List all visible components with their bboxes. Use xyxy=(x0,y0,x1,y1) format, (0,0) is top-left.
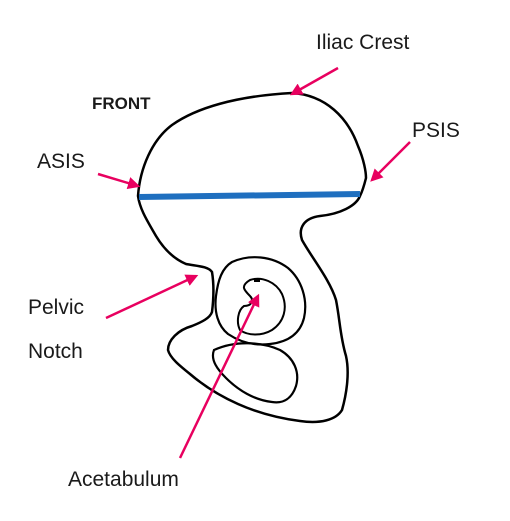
arrow-iliac-crest xyxy=(289,66,339,96)
acetabulum-inner xyxy=(236,277,286,336)
arrow-asis xyxy=(97,172,141,190)
label-psis: PSIS xyxy=(412,119,460,142)
label-asis: ASIS xyxy=(37,150,85,173)
hip-bone-outline xyxy=(136,91,368,424)
arrow-pelvic-notch xyxy=(105,274,199,320)
label-pelvic: Pelvic xyxy=(28,296,85,319)
label-notch: Notch xyxy=(28,340,83,363)
asis-psis-line xyxy=(138,191,361,200)
arrow-acetabulum xyxy=(178,293,260,459)
acetabulum-outer xyxy=(214,256,307,346)
label-acetabulum: Acetabulum xyxy=(68,468,179,491)
label-iliac-crest: Iliac Crest xyxy=(316,31,410,54)
obturator-foramen xyxy=(211,342,299,404)
arrow-psis xyxy=(370,141,411,182)
acetabulum-fossa-mark xyxy=(254,278,260,282)
label-front: FRONT xyxy=(92,94,151,113)
